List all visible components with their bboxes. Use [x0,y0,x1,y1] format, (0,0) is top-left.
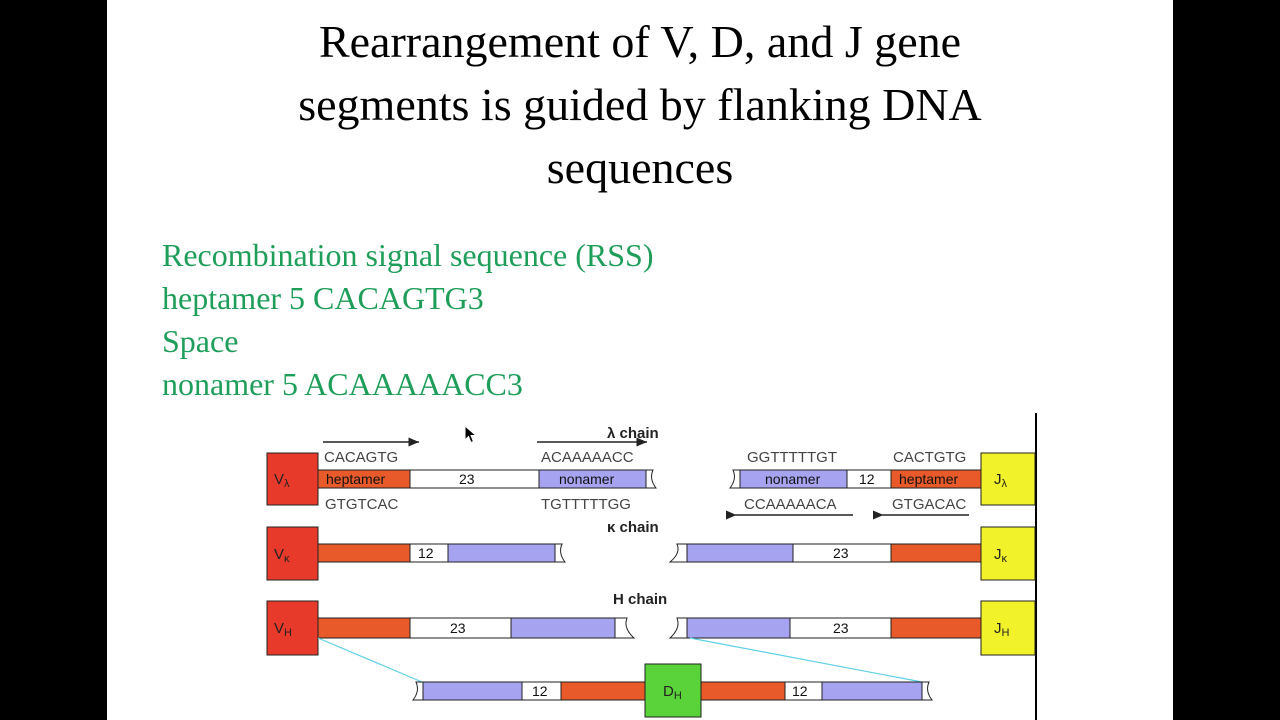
connector-line [689,637,923,683]
seq-heptamer-top-right: CACTGTG [893,449,966,466]
heptamer-block [890,617,982,639]
heptamer-block [560,681,646,701]
lambda-chain: λ chain CACAGTG ACAAAAACC GGTTTTTGT CACT… [266,425,1036,520]
kappa-chain-label: κ chain [607,519,659,536]
spacer-23: 23 [833,545,849,561]
svg-text:VH: VH [274,620,292,639]
v-lambda-label: V [274,471,284,488]
seq-heptamer-bottom: GTGTCAC [325,496,398,513]
j-lambda-label: J [994,471,1002,488]
nonamer-block [686,543,794,563]
nonamer-block [821,681,923,701]
seq-heptamer-bottom-right: GTGACAC [892,496,966,513]
d-h-label: D [663,683,674,700]
j-h-label: J [994,620,1002,637]
j-h-sub: H [1002,627,1010,639]
recombination-diagram: λ chain CACAGTG ACAAAAACC GGTTTTTGT CACT… [266,413,1037,720]
v-lambda-segment [266,452,319,506]
mouse-pointer-icon [464,425,478,444]
title-line: segments is guided by flanking DNA [298,79,982,130]
heavy-chain: H chain VH 23 23 JH 12 D [266,591,1036,718]
break-end [554,543,567,563]
seq-nonamer-bottom: TGTTTTTGG [541,496,631,513]
d-h-segment [644,663,702,718]
title-line: Rearrangement of V, D, and J gene [318,16,962,67]
v-kappa-label: V [274,546,284,563]
break-end [614,617,636,639]
svg-text:Vκ: Vκ [274,546,290,565]
heptamer-label: heptamer [899,471,958,487]
spacer-23: 23 [450,620,466,636]
spacer-12: 12 [418,545,434,561]
seq-nonamer-top: ACAAAAACC [541,449,634,466]
connector-line [317,637,423,683]
rss-space: Space [162,323,239,359]
v-h-label: V [274,620,284,637]
j-h-segment [980,600,1036,656]
rss-list: Recombination signal sequence (RSS) hept… [162,234,653,406]
j-kappa-label: J [994,546,1002,563]
svg-text:Vλ: Vλ [274,471,290,490]
nonamer-block [686,617,791,639]
v-lambda-sub: λ [284,478,290,490]
nonamer-block [447,543,556,563]
j-kappa-segment [980,526,1036,581]
heptamer-block [700,681,786,701]
break-end [921,681,934,701]
svg-text:Jκ: Jκ [994,546,1008,565]
break-end [668,543,688,563]
svg-text:DH: DH [663,683,682,702]
kappa-chain: κ chain Vκ 12 23 Jκ [266,519,1036,581]
j-kappa-sub: κ [1002,553,1008,565]
title-line: sequences [546,142,734,193]
slide: Rearrangement of V, D, and J gene segmen… [107,0,1173,720]
heptamer-block [890,543,982,563]
nonamer-label: nonamer [765,471,821,487]
heptamer-block [317,617,411,639]
heptamer-block [317,543,411,563]
rss-nonamer: nonamer 5 ACAAAAACC3 [162,366,523,402]
spacer-12: 12 [859,471,875,487]
j-lambda-segment [980,452,1036,506]
svg-text:Jλ: Jλ [994,471,1008,490]
seq-nonamer-top-right: GGTTTTTGT [747,449,837,466]
d-h-sub: H [674,690,682,702]
nonamer-label: nonamer [559,471,615,487]
heavy-chain-label: H chain [613,591,667,608]
rss-heading: Recombination signal sequence (RSS) [162,237,654,273]
slide-title: Rearrangement of V, D, and J gene segmen… [107,10,1173,199]
spacer-12: 12 [532,683,548,699]
nonamer-block [422,681,523,701]
v-kappa-sub: κ [284,553,290,565]
lambda-chain-label: λ chain [607,425,659,442]
break-end [411,681,424,701]
heptamer-label: heptamer [326,471,385,487]
v-h-sub: H [284,627,292,639]
break-end [668,617,688,639]
spacer-23: 23 [833,620,849,636]
rss-heptamer: heptamer 5 CACAGTG3 [162,280,484,316]
seq-heptamer-top: CACAGTG [324,449,398,466]
spacer-23: 23 [459,471,475,487]
seq-nonamer-bottom-right: CCAAAAACA [744,496,837,513]
j-lambda-sub: λ [1002,478,1008,490]
svg-text:JH: JH [994,620,1010,639]
spacer-12: 12 [792,683,808,699]
break-end [645,469,658,489]
nonamer-block [510,617,616,639]
break-end [728,469,741,489]
v-kappa-segment [266,526,319,581]
